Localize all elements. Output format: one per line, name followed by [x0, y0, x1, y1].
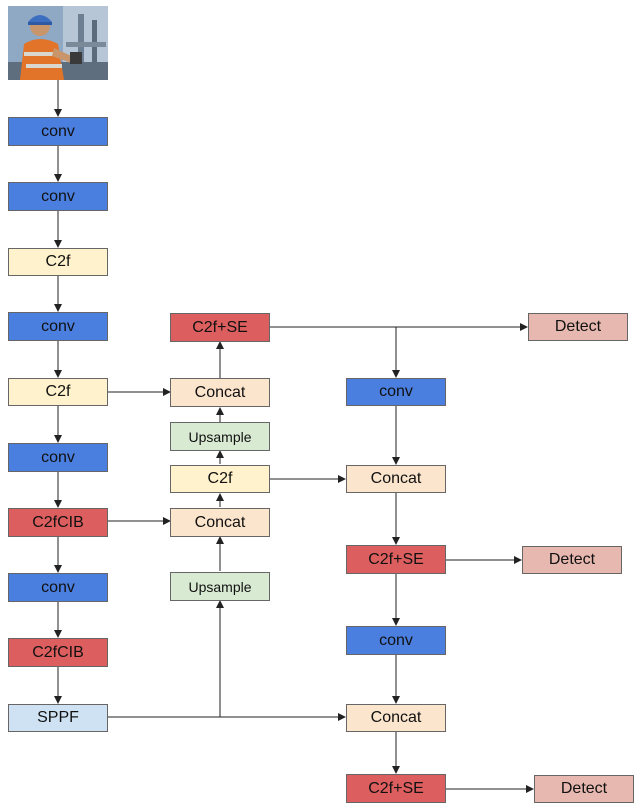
block-detect-2: Detect [522, 546, 622, 574]
block-upsample-1: Upsample [170, 422, 270, 451]
block-detect-3: Detect [534, 775, 634, 803]
block-c2fcib-2: C2fCIB [8, 638, 108, 667]
block-concat-2: Concat [170, 508, 270, 537]
block-conv-6: conv [346, 378, 446, 406]
block-conv-4: conv [8, 443, 108, 472]
block-sppf: SPPF [8, 704, 108, 732]
block-conv-7: conv [346, 626, 446, 655]
block-c2f-3: C2f [170, 465, 270, 493]
block-concat-3: Concat [346, 465, 446, 493]
block-c2f-se-2: C2f+SE [346, 545, 446, 574]
block-c2f-se-3: C2f+SE [346, 774, 446, 803]
block-conv-2: conv [8, 182, 108, 211]
block-conv-5: conv [8, 573, 108, 602]
block-concat-1: Concat [170, 378, 270, 407]
block-c2f-1: C2f [8, 248, 108, 276]
input-image [8, 6, 108, 80]
block-c2fcib-1: C2fCIB [8, 508, 108, 537]
block-c2f-se-1: C2f+SE [170, 313, 270, 342]
block-conv-3: conv [8, 312, 108, 341]
block-upsample-2: Upsample [170, 572, 270, 601]
block-c2f-2: C2f [8, 378, 108, 406]
block-conv-1: conv [8, 117, 108, 146]
worker-photo-icon [8, 6, 108, 80]
block-concat-4: Concat [346, 704, 446, 732]
block-detect-1: Detect [528, 313, 628, 341]
